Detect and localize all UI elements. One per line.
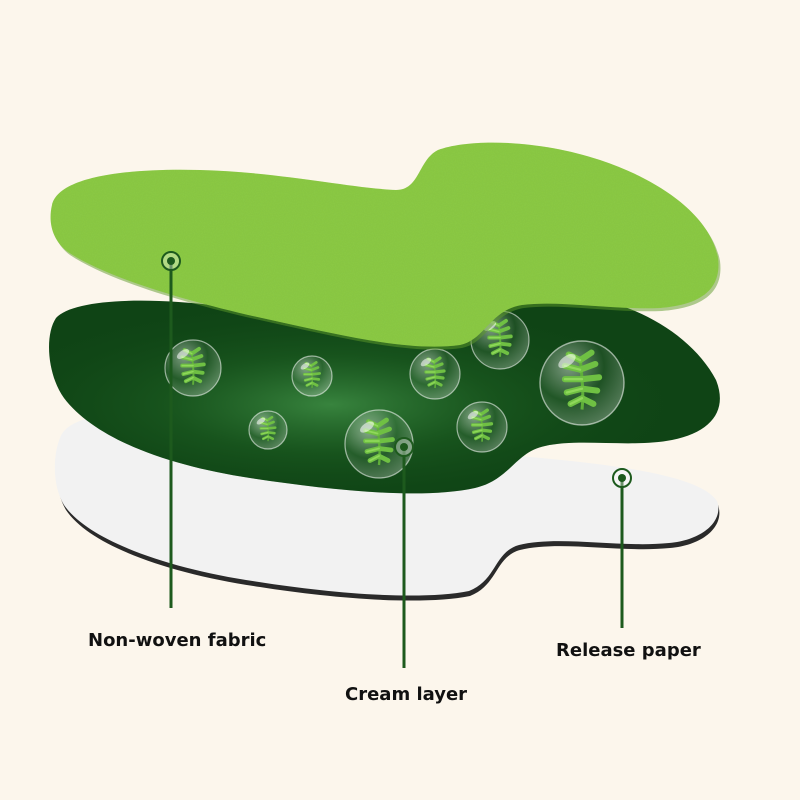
label-cream-layer: Cream layer <box>345 684 468 705</box>
fabric-sheet <box>50 142 719 347</box>
fabric-callout <box>161 251 181 608</box>
target-marker-icon <box>612 468 632 488</box>
bubble-icon <box>539 340 625 426</box>
label-release-paper: Release paper <box>556 640 701 661</box>
bubble-icon <box>456 401 508 453</box>
target-marker-icon <box>394 437 414 457</box>
cream-layer-glow <box>49 295 720 494</box>
cream-callout <box>394 437 414 668</box>
label-non-woven-fabric: Non-woven fabric <box>88 630 267 651</box>
non-woven-fabric-layer <box>50 142 721 350</box>
bubble-icon <box>248 410 288 450</box>
bubble-icon <box>409 348 461 400</box>
bubble-icon <box>291 355 333 397</box>
bubble-icon <box>164 339 222 397</box>
target-marker-icon <box>161 251 181 271</box>
release-callout <box>612 468 632 628</box>
cream-layer <box>49 295 720 494</box>
